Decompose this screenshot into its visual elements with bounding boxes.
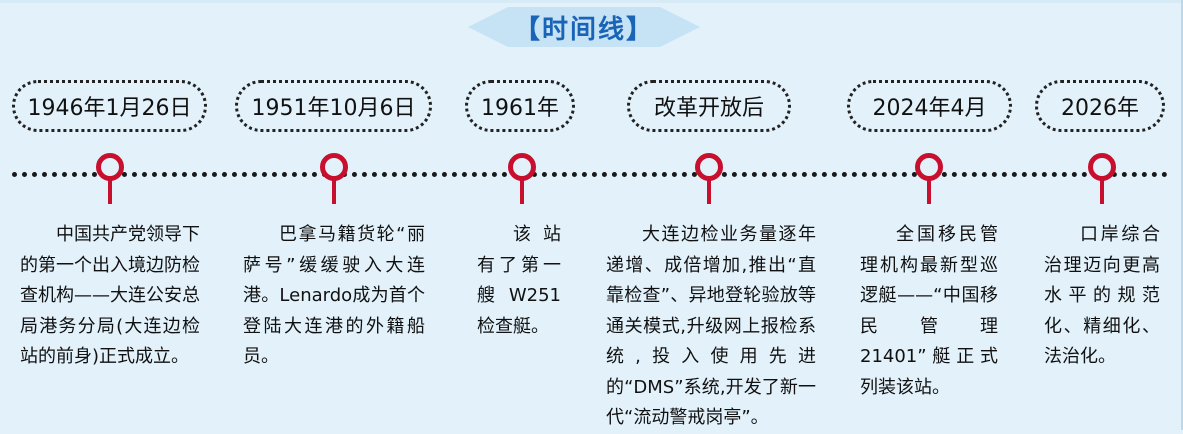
- event-text-6: 口岸综合治理迈向更高水平的规范化、精细化、法治化。: [1044, 224, 1160, 367]
- date-pill-3: 1961年: [465, 80, 575, 132]
- event-text-1: 中国共产党领导下的第一个出入境边防检查机构——大连公安总局港务分局(大连边检站的…: [20, 224, 200, 367]
- date-pill-4: 改革开放后: [627, 80, 791, 132]
- date-pill-2: 1951年10月6日: [235, 80, 432, 132]
- timeline-marker-2-icon: [320, 153, 348, 204]
- date-pill-6: 2026年: [1035, 80, 1165, 132]
- event-description-3: 该站有了第一艘W251检查艇。: [477, 220, 561, 342]
- event-description-5: 全国移民管理机构最新型巡逻艇——“中国移民管理21401”艇正式列装该站。: [860, 220, 998, 403]
- timeline-marker-4-icon: [695, 153, 723, 204]
- event-text-4: 大连边检业务量逐年递增、成倍增加,推出“直靠检查”、异地登轮验放等通关模式,升级…: [606, 224, 816, 428]
- page-title: 【时间线】: [513, 14, 654, 45]
- right-border: [1181, 0, 1183, 430]
- timeline-marker-3-icon: [508, 153, 536, 204]
- event-description-2: 巴拿马籍货轮“丽萨号”缓缓驶入大连港。Lenardo成为首个登陆大连港的外籍船员…: [243, 220, 425, 373]
- top-border: [0, 0, 1183, 3]
- event-description-6: 口岸综合治理迈向更高水平的规范化、精细化、法治化。: [1044, 220, 1160, 373]
- timeline-marker-5-icon: [915, 153, 943, 204]
- banner-shape: [468, 7, 700, 47]
- date-pill-5: 2024年4月: [847, 80, 1012, 132]
- event-text-5: 全国移民管理机构最新型巡逻艇——“中国移民管理21401”艇正式列装该站。: [860, 224, 998, 398]
- event-description-1: 中国共产党领导下的第一个出入境边防检查机构——大连公安总局港务分局(大连边检站的…: [20, 220, 200, 373]
- timeline-marker-6-icon: [1088, 153, 1116, 204]
- timeline-marker-1-icon: [96, 153, 124, 204]
- timeline-title-banner: 【时间线】: [468, 7, 700, 47]
- event-text-2: 巴拿马籍货轮“丽萨号”缓缓驶入大连港。Lenardo成为首个登陆大连港的外籍船员…: [243, 224, 425, 367]
- event-text-3: 该站有了第一艘W251检查艇。: [477, 224, 561, 337]
- timeline-axis: [12, 172, 1168, 177]
- event-description-4: 大连边检业务量逐年递增、成倍增加,推出“直靠检查”、异地登轮验放等通关模式,升级…: [606, 220, 816, 434]
- date-pill-1: 1946年1月26日: [12, 80, 207, 132]
